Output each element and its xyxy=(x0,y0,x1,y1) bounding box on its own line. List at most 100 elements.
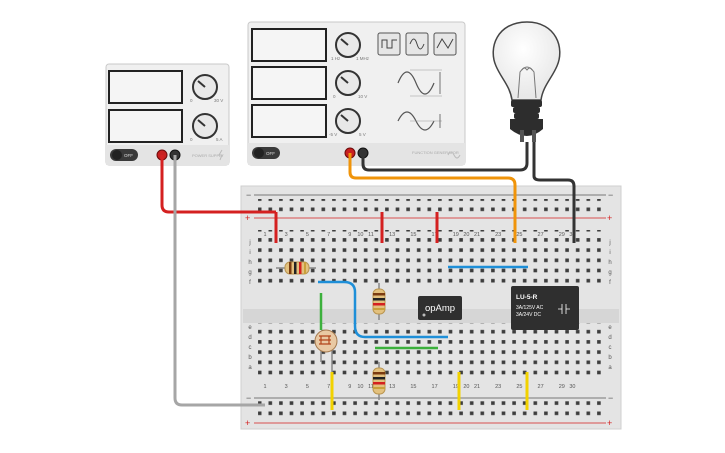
wire-gray-ground[interactable] xyxy=(173,155,265,407)
opamp-chip[interactable]: opAmp xyxy=(418,296,462,320)
column-number: 30 xyxy=(569,384,575,390)
square-wave-button[interactable] xyxy=(377,32,401,56)
bolt-icon xyxy=(218,149,223,161)
wire-black-lamp[interactable] xyxy=(361,142,529,172)
power-supply-switch-label: OFF xyxy=(124,153,133,158)
wire-orange-signal[interactable] xyxy=(348,153,517,243)
resistor-horizontal[interactable] xyxy=(276,261,316,275)
voltage-knob-min: 0 xyxy=(190,98,193,103)
row-letter: c xyxy=(249,345,252,351)
column-number: 9 xyxy=(348,384,351,390)
function-generator[interactable]: 1 Hz 1 MHz 0 10 V -5 V 5 V xyxy=(247,21,466,166)
function-generator-brand: FUNCTION GENERATOR xyxy=(412,150,459,155)
sine-logo-icon xyxy=(447,151,461,159)
opamp-label: opAmp xyxy=(425,303,455,314)
row-letter: c xyxy=(609,345,612,351)
power-supply-switch[interactable]: OFF xyxy=(110,149,138,161)
frequency-knob-max: 1 MHz xyxy=(356,56,370,61)
column-number: 25 xyxy=(516,384,522,390)
bottom-plus-label-left: + xyxy=(245,418,250,428)
current-knob[interactable] xyxy=(192,113,218,139)
column-number: 1 xyxy=(263,384,266,390)
column-number: 29 xyxy=(559,384,565,390)
row-letter: h xyxy=(248,260,251,266)
column-number: 23 xyxy=(495,384,501,390)
column-number: 17 xyxy=(432,384,438,390)
offset-display xyxy=(251,104,327,138)
row-letter: f xyxy=(249,280,251,286)
column-number: 3 xyxy=(285,384,288,390)
row-letter: b xyxy=(248,355,252,361)
wires[interactable] xyxy=(160,142,576,410)
column-number: 7 xyxy=(327,384,330,390)
current-knob-min: 0 xyxy=(190,137,193,142)
terminal-strip-top-holes[interactable] xyxy=(258,230,604,286)
offset-knob-max: 5 V xyxy=(359,132,366,137)
offset-indicator xyxy=(397,111,442,131)
triangle-wave-icon xyxy=(436,38,454,49)
photoresistor[interactable] xyxy=(314,329,338,372)
voltage-knob[interactable] xyxy=(192,74,218,100)
power-supply[interactable]: 0 30 V 0 5 A OFF POWER SUPPLY xyxy=(105,63,230,166)
bottom-rail-holes[interactable] xyxy=(258,401,604,419)
offset-knob[interactable] xyxy=(335,108,361,134)
current-display xyxy=(108,109,183,143)
row-letter: a xyxy=(608,365,612,371)
function-generator-switch-label: OFF xyxy=(266,151,275,156)
column-number: 20 xyxy=(463,384,469,390)
resistor-vertical-bottom[interactable] xyxy=(372,362,386,400)
relay-model: LU-5-R xyxy=(516,294,538,301)
bottom-plus-label-right: + xyxy=(607,418,612,428)
relay-coil-icon xyxy=(558,304,570,314)
triangle-wave-button[interactable] xyxy=(433,32,457,56)
wire-blue-ldr[interactable] xyxy=(318,280,448,339)
amplitude-display xyxy=(251,66,327,100)
wire-red-supply[interactable] xyxy=(160,155,276,214)
column-number: 19 xyxy=(453,384,459,390)
offset-knob-min: -5 V xyxy=(329,132,337,137)
column-number: 21 xyxy=(474,384,480,390)
column-number: 15 xyxy=(410,384,416,390)
row-letter: d xyxy=(248,335,251,341)
top-rail-holes[interactable] xyxy=(258,199,604,215)
resistor-vertical-top[interactable] xyxy=(372,283,386,320)
row-letter: g xyxy=(248,270,251,276)
column-number: 13 xyxy=(389,384,395,390)
power-supply-brand: POWER SUPPLY xyxy=(192,153,224,158)
row-letter: a xyxy=(248,365,252,371)
wire-black-relay[interactable] xyxy=(532,142,576,243)
relay-rating-dc: 3A/24V DC xyxy=(516,312,541,318)
column-number: 10 xyxy=(357,384,363,390)
lightbulb[interactable] xyxy=(492,21,561,142)
top-minus-label-right: − xyxy=(608,190,613,200)
amplitude-knob-max: 10 V xyxy=(358,94,367,99)
sine-wave-icon xyxy=(409,38,425,50)
voltage-display xyxy=(108,70,183,104)
amplitude-knob[interactable] xyxy=(335,70,361,96)
row-letter: h xyxy=(608,260,611,266)
top-plus-label-right: + xyxy=(607,213,612,223)
terminal-strip-bottom-holes[interactable] xyxy=(258,323,604,379)
frequency-knob[interactable] xyxy=(335,32,361,58)
column-number: 5 xyxy=(306,384,309,390)
column-number: 27 xyxy=(538,384,544,390)
bottom-minus-label-left: − xyxy=(246,393,251,403)
voltage-knob-max: 30 V xyxy=(214,98,223,103)
row-letter: d xyxy=(608,335,611,341)
amplitude-knob-min: 0 xyxy=(333,94,336,99)
row-letter: i xyxy=(609,250,610,256)
row-letter: e xyxy=(248,325,252,331)
top-plus-label-left: + xyxy=(245,213,250,223)
function-generator-switch[interactable]: OFF xyxy=(252,147,280,159)
row-letter: e xyxy=(608,325,612,331)
row-letter: f xyxy=(609,280,611,286)
sine-wave-button[interactable] xyxy=(405,32,429,56)
relay-rating-ac: 3A/125V AC xyxy=(516,305,544,311)
row-letter: j xyxy=(248,240,250,246)
relay[interactable]: LU-5-R 3A/125V AC 3A/24V DC xyxy=(511,286,579,330)
row-letter: g xyxy=(608,270,611,276)
row-letter: i xyxy=(249,250,250,256)
